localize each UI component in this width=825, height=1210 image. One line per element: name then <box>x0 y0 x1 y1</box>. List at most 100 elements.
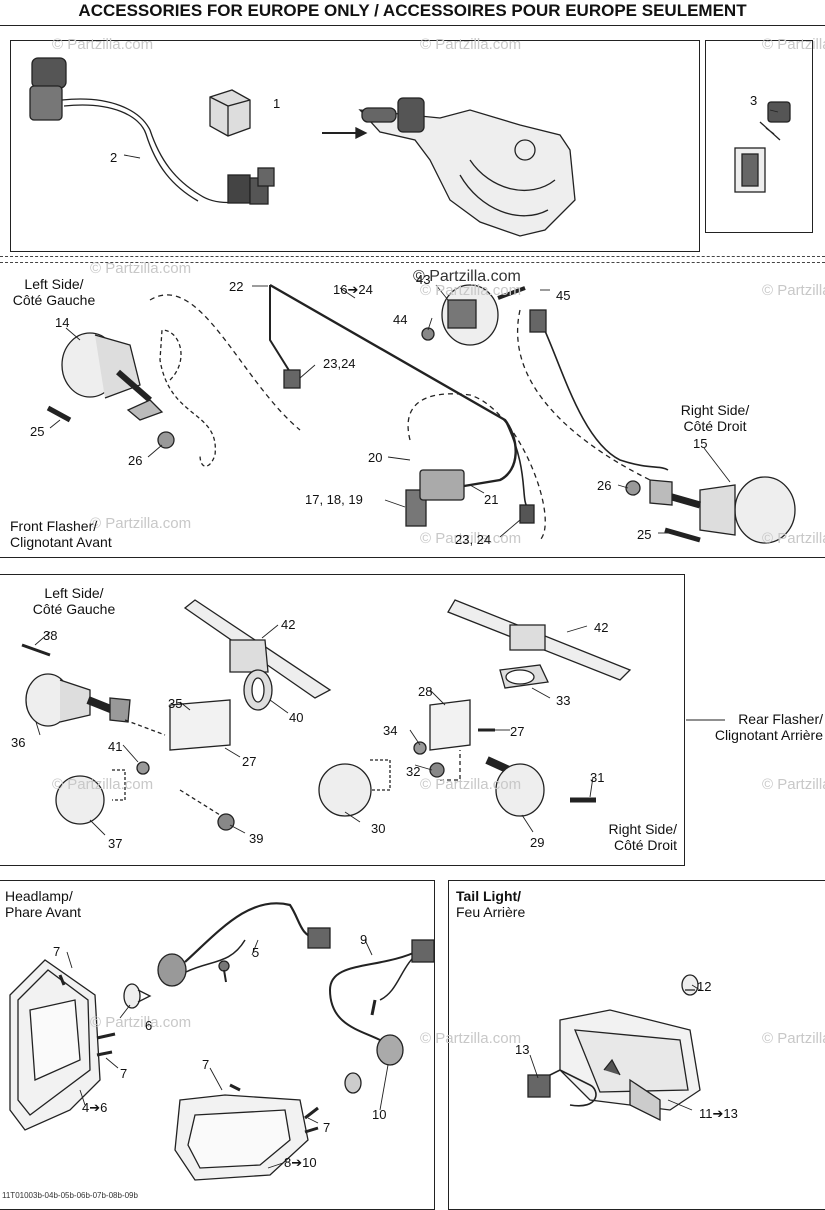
rear-right-flasher <box>318 741 596 817</box>
section-divider <box>0 256 825 257</box>
callout-35: 35 <box>168 696 183 711</box>
handlebar-assembly <box>358 97 576 237</box>
watermark: © Partzilla.com <box>762 1030 825 1047</box>
watermark: © Partzilla.com <box>90 515 192 532</box>
callout-39: 39 <box>249 831 264 846</box>
callout-12: 12 <box>697 979 712 994</box>
callout-42: 42 <box>281 617 296 632</box>
caption-headlamp: Headlamp/ Phare Avant <box>5 888 82 920</box>
headlamp-harness-5 <box>157 902 331 987</box>
watermark: © Partzilla.com <box>420 1030 522 1047</box>
callout-42: 42 <box>594 620 609 635</box>
caption-tail-light: Tail Light/ Feu Arrière <box>456 888 526 920</box>
callout-21: 21 <box>484 492 499 507</box>
caption-rear-left-side: Left Side/ Côté Gauche <box>32 585 116 617</box>
callout-29: 29 <box>530 835 545 850</box>
headlamp-housing <box>9 959 116 1131</box>
callout-37: 37 <box>108 836 123 851</box>
callout-25: 25 <box>30 424 45 439</box>
watermark: © Partzilla.com <box>90 260 192 277</box>
front-left-flasher <box>46 329 216 467</box>
callout-7: 7 <box>53 944 61 959</box>
connector-part-1 <box>209 89 251 137</box>
headlamp-bulb-6 <box>123 983 152 1009</box>
caption-rear-flasher: Rear Flasher/ Clignotant Arrière <box>714 711 823 743</box>
watermark: © Partzilla.com <box>413 268 521 285</box>
watermark: © Partzilla.com <box>762 776 825 793</box>
callout-5: 5 <box>252 945 260 960</box>
rear-left-bracket <box>169 599 332 751</box>
title-divider <box>0 25 825 26</box>
rear-right-bracket <box>429 599 632 751</box>
watermark: © Partzilla.com <box>52 36 154 53</box>
page-title: ACCESSORIES FOR EUROPE ONLY / ACCESSOIRE… <box>78 1 747 20</box>
callout-14: 14 <box>55 315 70 330</box>
watermark: © Partzilla.com <box>420 530 522 547</box>
callout-9: 9 <box>360 932 368 947</box>
callout-23-24: 23, 24 <box>455 532 492 547</box>
section-divider <box>0 262 825 263</box>
callout-26: 26 <box>597 478 612 493</box>
caption-rear-right-side: Right Side/ Côté Droit <box>608 821 677 853</box>
headlamp-housing-8 <box>174 1083 319 1181</box>
callout-30: 30 <box>371 821 386 836</box>
callout-31: 31 <box>590 770 605 785</box>
callout-10: 10 <box>372 1107 387 1122</box>
callout-2: 2 <box>110 150 118 165</box>
watermark: © Partzilla.com <box>762 36 825 53</box>
callout-34: 34 <box>383 723 398 738</box>
callout-33: 33 <box>556 693 571 708</box>
callout-7: 7 <box>202 1057 210 1072</box>
handlebar-switch-harness <box>29 57 275 205</box>
diagram-reference-code: 11T01003b-04b-05b-06b-07b-08b-09b <box>2 1191 138 1200</box>
front-switch-43 <box>421 284 526 346</box>
caption-front-flasher: Front Flasher/ Clignotant Avant <box>10 518 112 550</box>
watermark: © Partzilla.com <box>420 776 522 793</box>
callout-40: 40 <box>289 710 304 725</box>
section-rear-flasher-frame <box>0 574 685 866</box>
callout-1: 1 <box>273 96 281 111</box>
callout-45: 45 <box>556 288 571 303</box>
front-harness-21 <box>149 283 546 541</box>
callout-4-6: 4➔6 <box>82 1100 108 1115</box>
callout-3: 3 <box>750 93 758 108</box>
caption-front-left-side: Left Side/ Côté Gauche <box>12 276 96 308</box>
callout-41: 41 <box>108 739 123 754</box>
callout-15: 15 <box>693 436 708 451</box>
watermark: © Partzilla.com <box>762 530 825 547</box>
callout-27: 27 <box>510 724 525 739</box>
callout-27: 27 <box>242 754 257 769</box>
callout-11-13: 11➔13 <box>699 1106 738 1121</box>
callout-25: 25 <box>637 527 652 542</box>
watermark: © Partzilla.com <box>420 282 522 299</box>
callout-16-24: 16➔24 <box>333 282 373 297</box>
callout-7: 7 <box>120 1066 128 1081</box>
callout-17-18-19: 17, 18, 19 <box>305 492 363 507</box>
callout-20: 20 <box>368 450 383 465</box>
callout-23-24: 23,24 <box>323 356 356 371</box>
callout-44: 44 <box>393 312 408 327</box>
callout-13: 13 <box>515 1042 530 1057</box>
front-right-flasher <box>517 309 796 544</box>
callout-28: 28 <box>418 684 433 699</box>
caption-front-right-side: Right Side/ Côté Droit <box>680 402 750 434</box>
watermark: © Partzilla.com <box>762 282 825 299</box>
watermark: © Partzilla.com <box>52 776 154 793</box>
watermark: © Partzilla.com <box>90 1014 192 1031</box>
callout-26: 26 <box>128 453 143 468</box>
callout-38: 38 <box>43 628 58 643</box>
tail-light-housing <box>527 974 701 1122</box>
callout-32: 32 <box>406 764 421 779</box>
section-handlebar-frame <box>10 40 700 252</box>
callout-8-10: 8➔10 <box>284 1155 317 1170</box>
callout-22: 22 <box>229 279 244 294</box>
section-divider <box>0 557 825 558</box>
headlamp-harness-9 <box>328 939 435 1094</box>
callout-43: 43 <box>416 272 431 287</box>
callout-6: 6 <box>145 1018 153 1033</box>
callout-7: 7 <box>323 1120 331 1135</box>
section-switch-frame <box>705 40 813 233</box>
callout-36: 36 <box>11 735 26 750</box>
switch-part-3 <box>734 101 791 193</box>
